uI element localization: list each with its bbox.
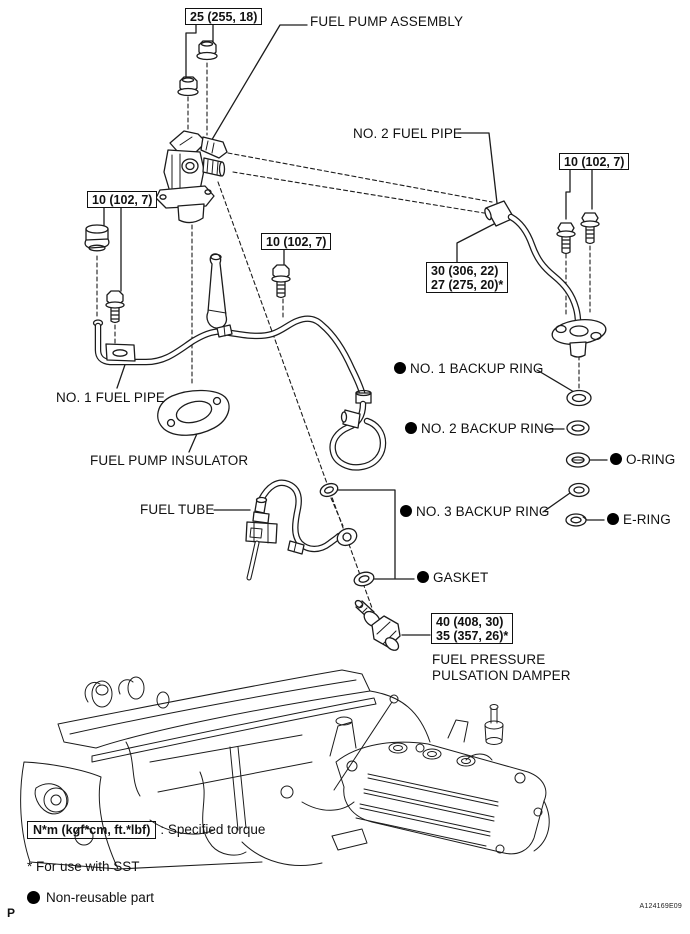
torque-value: 10 (102, 7) [92, 193, 153, 207]
torque-value: 10 (102, 7) [564, 155, 625, 169]
sst-note-text: * For use with SST [27, 859, 140, 874]
label-fuel-pump-assembly: FUEL PUMP ASSEMBLY [310, 14, 463, 30]
label-text: NO. 2 BACKUP RING [421, 421, 555, 436]
label-fuel-tube: FUEL TUBE [140, 502, 214, 518]
label-text: FUEL PUMP ASSEMBLY [310, 14, 464, 29]
figure-code: A124169E09 [639, 903, 682, 910]
legend-non-reusable: Non-reusable part [27, 890, 154, 905]
non-reusable-bullet [27, 891, 40, 904]
non-reusable-bullet [610, 453, 622, 465]
label-text: FUEL PUMP INSULATOR [90, 453, 249, 468]
torque-spec-right-bolts: 10 (102, 7) [559, 153, 630, 170]
torque-value: 40 (408, 30) [436, 615, 504, 629]
fuel-pump-assembly-drawing [155, 130, 228, 224]
label-text: PULSATION DAMPER [432, 668, 571, 683]
label-no1-backup-ring: NO. 1 BACKUP RING [394, 361, 543, 377]
label-text: FUEL TUBE [140, 502, 215, 517]
left-clamp-and-bolt [84, 224, 125, 324]
engine-drawing [20, 669, 550, 870]
non-reusable-bullet [405, 422, 417, 434]
torque-spec-pump-nut: 25 (255, 18) [185, 8, 263, 25]
label-no1-fuel-pipe: NO. 1 FUEL PIPE [56, 390, 165, 406]
middle-bolt-and-rod [206, 253, 291, 329]
torque-value: 10 (102, 7) [266, 235, 327, 249]
label-text: NO. 1 BACKUP RING [410, 361, 544, 376]
pump-flange-nuts [177, 40, 218, 97]
torque-value: 30 (306, 22) [431, 264, 499, 278]
label-text: NO. 3 BACKUP RING [416, 504, 550, 519]
label-text: O-RING [626, 452, 676, 467]
no1-fuel-pipe-drawing [92, 315, 367, 400]
label-no2-fuel-pipe: NO. 2 FUEL PIPE [353, 126, 462, 142]
label-text: GASKET [433, 570, 489, 585]
pipe-loop-drawing [329, 389, 387, 471]
non-reusable-text: Non-reusable part [46, 890, 155, 905]
torque-unit-desc: : Specified torque [160, 822, 266, 837]
torque-spec-mid-bolt: 10 (102, 7) [261, 233, 332, 250]
seal-rings [319, 389, 592, 587]
torque-spec-damper: 40 (408, 30) 35 (357, 26)* [431, 613, 514, 644]
fuel-pump-insulator-drawing [157, 389, 230, 436]
non-reusable-bullet [607, 513, 619, 525]
torque-value-sst: 35 (357, 26)* [436, 629, 509, 643]
label-text: NO. 2 FUEL PIPE [353, 126, 463, 141]
label-no3-backup-ring: NO. 3 BACKUP RING [400, 504, 549, 520]
torque-value: 25 (255, 18) [190, 10, 258, 24]
label-e-ring: E-RING [607, 512, 671, 528]
torque-spec-left-bolt: 10 (102, 7) [87, 191, 158, 208]
label-text: FUEL PRESSURE [432, 652, 546, 667]
fuel-tube-drawing [245, 479, 358, 581]
torque-value-sst: 27 (275, 20)* [431, 278, 504, 292]
non-reusable-bullet [417, 571, 429, 583]
legend-specified-torque: N*m (kgf*cm, ft.*lbf): Specified torque [27, 821, 265, 839]
torque-unit-box: N*m (kgf*cm, ft.*lbf) [27, 821, 157, 839]
label-text: E-RING [623, 512, 671, 527]
non-reusable-bullet [394, 362, 406, 374]
label-no2-backup-ring: NO. 2 BACKUP RING [405, 421, 554, 437]
label-text: NO. 1 FUEL PIPE [56, 390, 166, 405]
legend-sst-note: * For use with SST [27, 859, 140, 874]
pulsation-damper-drawing [354, 599, 401, 651]
page-marker: P [7, 906, 16, 920]
label-gasket: GASKET [417, 570, 488, 586]
no2-fuel-pipe-drawing [484, 200, 607, 358]
label-o-ring: O-RING [610, 452, 675, 468]
torque-spec-pipe-union: 30 (306, 22) 27 (275, 20)* [426, 262, 509, 293]
label-fuel-pressure-damper: FUEL PRESSURE PULSATION DAMPER [432, 652, 571, 684]
leader-lines [103, 23, 608, 636]
label-fuel-pump-insulator: FUEL PUMP INSULATOR [90, 453, 248, 469]
non-reusable-bullet [400, 505, 412, 517]
